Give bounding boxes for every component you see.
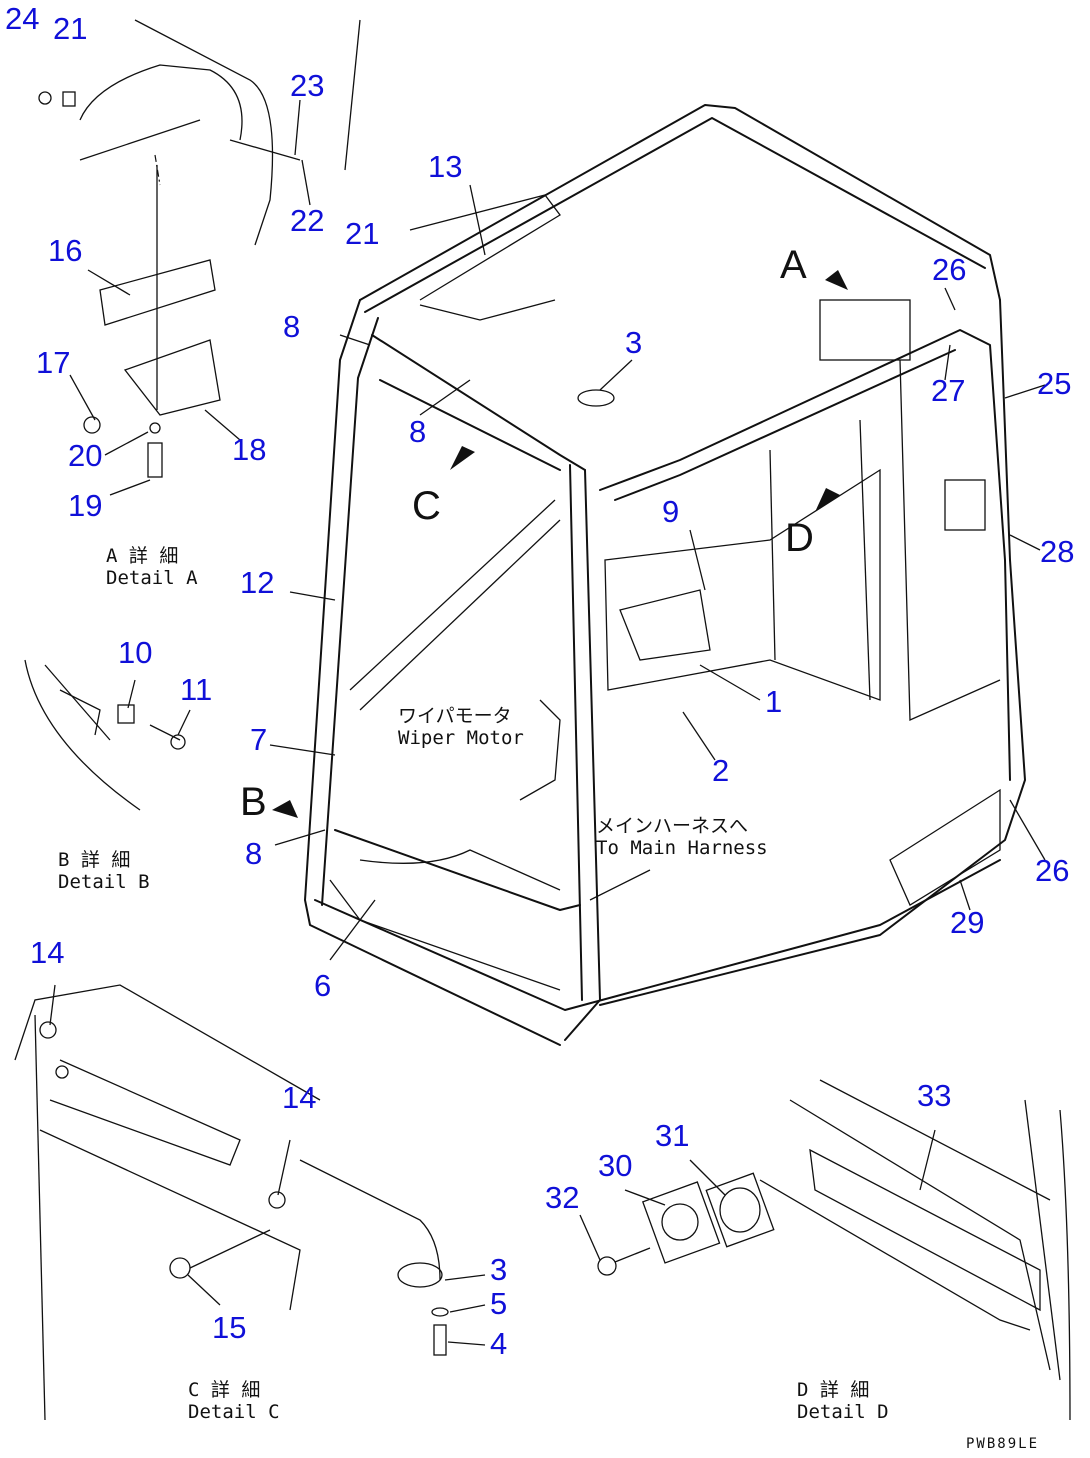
- part-number-22: 22: [290, 203, 325, 238]
- part-number-8: 8: [409, 414, 427, 449]
- view-letter-c: C: [412, 484, 441, 528]
- cab-frame: [304, 104, 1026, 1046]
- part-number-7: 7: [250, 722, 268, 757]
- drawing-code: PWB89LE: [966, 1436, 1040, 1452]
- part-number-5: 5: [490, 1286, 508, 1321]
- part-number-11: 11: [180, 672, 213, 707]
- wiper-motor-label: ワイパモータ Wiper Motor: [398, 705, 524, 749]
- part-number-23: 23: [290, 68, 325, 103]
- part-number-18: 18: [232, 432, 267, 467]
- part-number-21: 21: [345, 216, 380, 251]
- view-arrows: [272, 270, 848, 818]
- part-number-4: 4: [490, 1326, 508, 1361]
- detail-a-drawing: [38, 19, 361, 478]
- part-number-31: 31: [655, 1118, 690, 1153]
- part-number-9: 9: [662, 494, 680, 529]
- detail-b-caption: B 詳 細 Detail B: [58, 849, 150, 893]
- part-number-26: 26: [1035, 853, 1070, 888]
- part-number-8: 8: [245, 836, 263, 871]
- view-letter-d: D: [785, 516, 814, 560]
- part-number-20: 20: [68, 438, 103, 473]
- part-number-27: 27: [931, 373, 966, 408]
- part-number-30: 30: [598, 1148, 633, 1183]
- part-number-10: 10: [118, 635, 153, 670]
- part-number-3: 3: [625, 325, 643, 360]
- detail-d-drawing: [597, 1079, 1071, 1421]
- part-number-33: 33: [917, 1078, 952, 1113]
- view-letter-a: A: [780, 243, 807, 287]
- detail-c-drawing: [14, 984, 449, 1421]
- leader-lines: [49, 99, 1046, 1346]
- part-number-14: 14: [282, 1080, 317, 1115]
- part-number-1: 1: [765, 684, 783, 719]
- part-number-29: 29: [950, 905, 985, 940]
- part-number-15: 15: [212, 1310, 247, 1345]
- detail-d-caption: D 詳 細 Detail D: [797, 1379, 889, 1423]
- part-number-26: 26: [932, 252, 967, 287]
- view-letter-b: B: [240, 780, 267, 824]
- part-number-13: 13: [428, 149, 463, 184]
- part-number-28: 28: [1040, 534, 1075, 569]
- part-number-24: 24: [5, 1, 40, 36]
- part-number-32: 32: [545, 1180, 580, 1215]
- part-number-25: 25: [1037, 366, 1072, 401]
- part-number-17: 17: [36, 345, 71, 380]
- main-harness-label: メインハーネスへ To Main Harness: [596, 815, 768, 859]
- part-number-6: 6: [314, 968, 332, 1003]
- part-number-3: 3: [490, 1252, 508, 1287]
- detail-c-caption: C 詳 細 Detail C: [188, 1379, 280, 1423]
- detail-b-drawing: [24, 659, 186, 811]
- part-number-21: 21: [53, 11, 88, 46]
- part-number-2: 2: [712, 753, 730, 788]
- part-number-14: 14: [30, 935, 65, 970]
- detail-a-caption: A 詳 細 Detail A: [106, 545, 198, 589]
- part-number-19: 19: [68, 488, 103, 523]
- part-number-8: 8: [283, 309, 301, 344]
- part-number-12: 12: [240, 565, 275, 600]
- part-number-16: 16: [48, 233, 83, 268]
